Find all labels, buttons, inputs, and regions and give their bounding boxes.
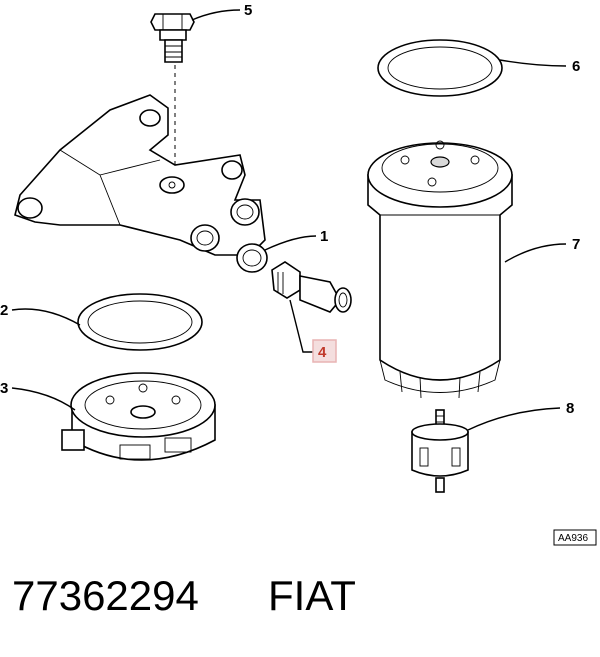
callout-8: 8 <box>566 400 574 417</box>
callout-1: 1 <box>320 228 328 245</box>
part-8-drain-plug <box>411 409 469 493</box>
part-number: 77362294 <box>12 572 199 619</box>
callout-2: 2 <box>0 302 8 319</box>
reference-code: AA936 <box>558 533 588 544</box>
reference-code-box <box>553 529 597 546</box>
part-3-filter-base <box>61 372 216 461</box>
part-7-filter-cartridge <box>367 140 513 399</box>
callout-3: 3 <box>0 380 8 397</box>
callout-7: 7 <box>572 236 580 253</box>
part-1-sealing-washer <box>236 243 268 273</box>
part-2-o-ring <box>77 293 203 351</box>
callout-4: 4 <box>318 344 327 361</box>
callout-6: 6 <box>572 58 580 75</box>
leader-lines <box>11 9 567 431</box>
filter-head-bracket <box>14 94 266 256</box>
part-5-banjo-bolt <box>150 13 195 180</box>
brand-name: FIAT <box>268 572 356 619</box>
callout-4-highlight-box <box>312 339 337 363</box>
part-6-seal-ring <box>377 39 503 97</box>
callout-5: 5 <box>244 2 252 19</box>
part-4-sensor-switch <box>271 261 352 313</box>
